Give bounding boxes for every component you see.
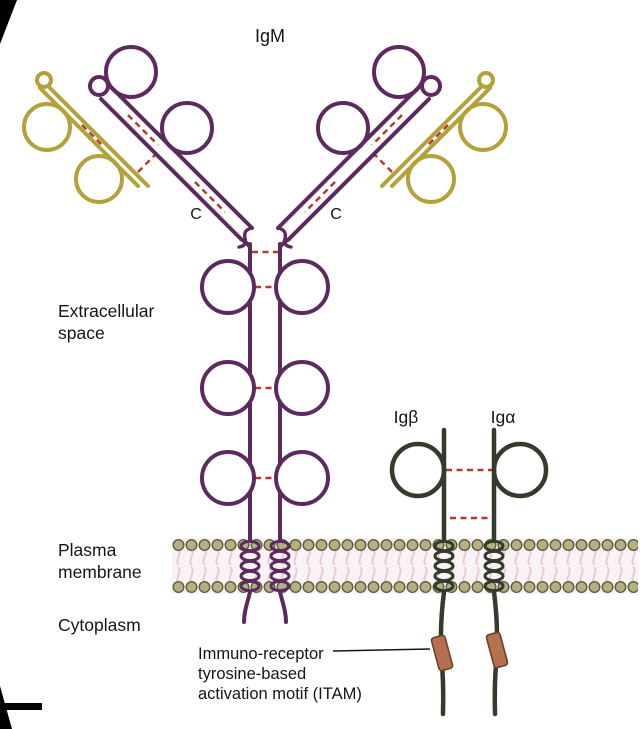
arm-tip-curl <box>420 75 442 97</box>
plasma-membrane-label-line1: Plasma <box>58 540 117 560</box>
scan-artifact-top-left <box>0 0 17 44</box>
igm-title-label: IgM <box>255 26 285 46</box>
transmembrane-coil-right <box>269 539 291 593</box>
igm-light-chain-left <box>22 71 150 204</box>
igm-heavy-chain-arm-right <box>276 45 442 249</box>
plasma-membrane-label-line2: membrane <box>58 562 142 582</box>
ig-alpha-label: Igα <box>491 407 516 427</box>
ig-alpha-coil <box>483 539 505 593</box>
itam-box-right <box>485 631 509 669</box>
scan-artifact-bottom-bar <box>0 703 42 710</box>
hinge-c-label-right: C <box>330 206 342 223</box>
ig-beta-label: Igβ <box>394 407 419 427</box>
extracellular-space-label-line1: Extracellular <box>58 301 154 321</box>
light-chain-tip-curl <box>35 71 53 89</box>
igm-light-chain-right <box>380 71 508 204</box>
igm-heavy-chain-arm-left <box>88 45 254 249</box>
itam-label-line1: Immuno-receptor <box>198 645 324 663</box>
itam-label-line3: activation motif (ITAM) <box>198 685 362 703</box>
extracellular-space-label-line2: space <box>58 323 105 343</box>
igm-heavy-chain-stalk <box>200 242 330 624</box>
hinge-c-label-left: C <box>190 206 202 223</box>
itam-pointer-line <box>332 648 431 652</box>
hinge-curl-left <box>237 226 254 249</box>
disulfide-bonds <box>81 114 492 520</box>
cytoplasm-label: Cytoplasm <box>58 615 141 635</box>
arm-tip-curl <box>88 75 110 97</box>
hinge-curl-right <box>276 226 293 249</box>
itam-box-left <box>430 634 454 672</box>
plasma-membrane-bilayer <box>172 538 638 594</box>
itam-label-line2: tyrosine-based <box>198 665 306 683</box>
light-chain-tip-curl <box>477 71 495 89</box>
transmembrane-coil-left <box>239 539 261 593</box>
